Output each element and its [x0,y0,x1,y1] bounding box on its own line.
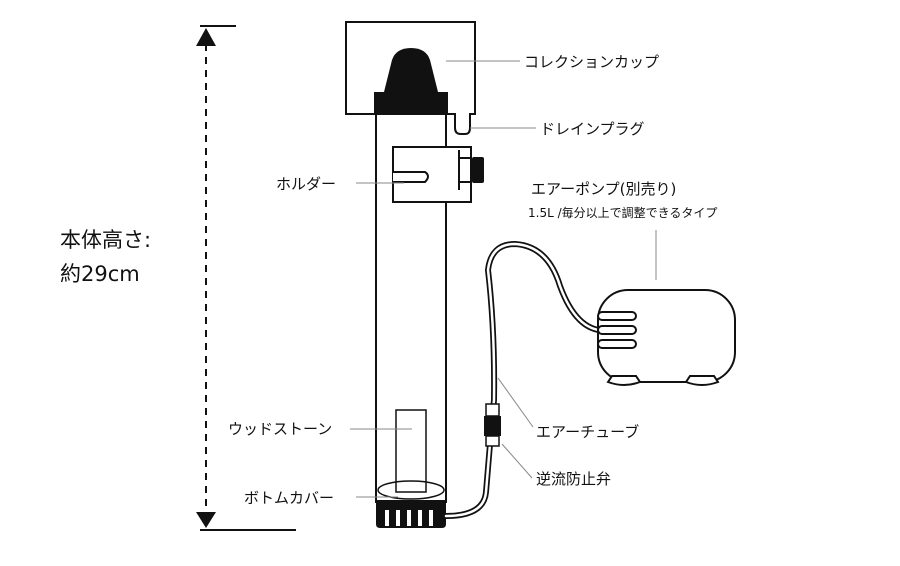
label-air-pump: エアーポンプ(別売り) [531,180,676,198]
vent-2 [396,510,400,526]
dimension-arrow-up-icon [196,28,216,46]
air-pump-foot-left [606,375,642,386]
check-valve [484,403,501,447]
vent-1 [385,510,389,526]
height-dimension [196,25,296,531]
air-pump-foot-right [684,375,720,386]
check-valve-body [484,416,501,436]
air-pump-body [597,289,736,383]
label-height: 本体高さ: [60,228,151,252]
check-valve-top [485,403,500,417]
air-tube-inner [444,242,612,518]
vent-4 [418,510,422,526]
wood-stone [395,409,427,493]
label-drain-plug: ドレインプラグ [540,120,645,138]
label-height-value: 約29cm [60,262,140,286]
air-tube [443,240,613,519]
pump-vent-3 [597,339,637,349]
holder-screw-knob [472,157,484,183]
drain-plug [454,113,471,135]
vent-5 [429,510,433,526]
check-valve-bottom [485,435,500,447]
air-pump-vents [597,311,637,349]
collection-cup-base [374,92,448,114]
vent-3 [407,510,411,526]
collection-cup-cone [384,48,438,92]
bottom-cover-rim [377,480,445,500]
bottom-cover-vents [385,510,433,526]
label-bottom-cover: ボトムカバー [244,489,334,507]
label-air-pump-note: 1.5L /毎分以上で調整できるタイプ [528,205,717,220]
label-holder: ホルダー [276,175,336,193]
label-collection-cup: コレクションカップ [524,53,659,71]
pump-vent-2 [597,325,637,335]
leader-air-tube [497,377,534,428]
leader-lines [350,60,657,498]
label-check-valve: 逆流防止弁 [536,470,611,488]
holder-slot [393,171,429,183]
skimmer-unit [345,21,484,528]
air-pump [597,289,736,386]
dimension-arrow-down-icon [196,512,216,528]
pump-vent-1 [597,311,637,321]
leader-check-valve [501,443,533,479]
label-air-tube: エアーチューブ [536,423,639,441]
label-wood-stone: ウッドストーン [228,420,332,438]
